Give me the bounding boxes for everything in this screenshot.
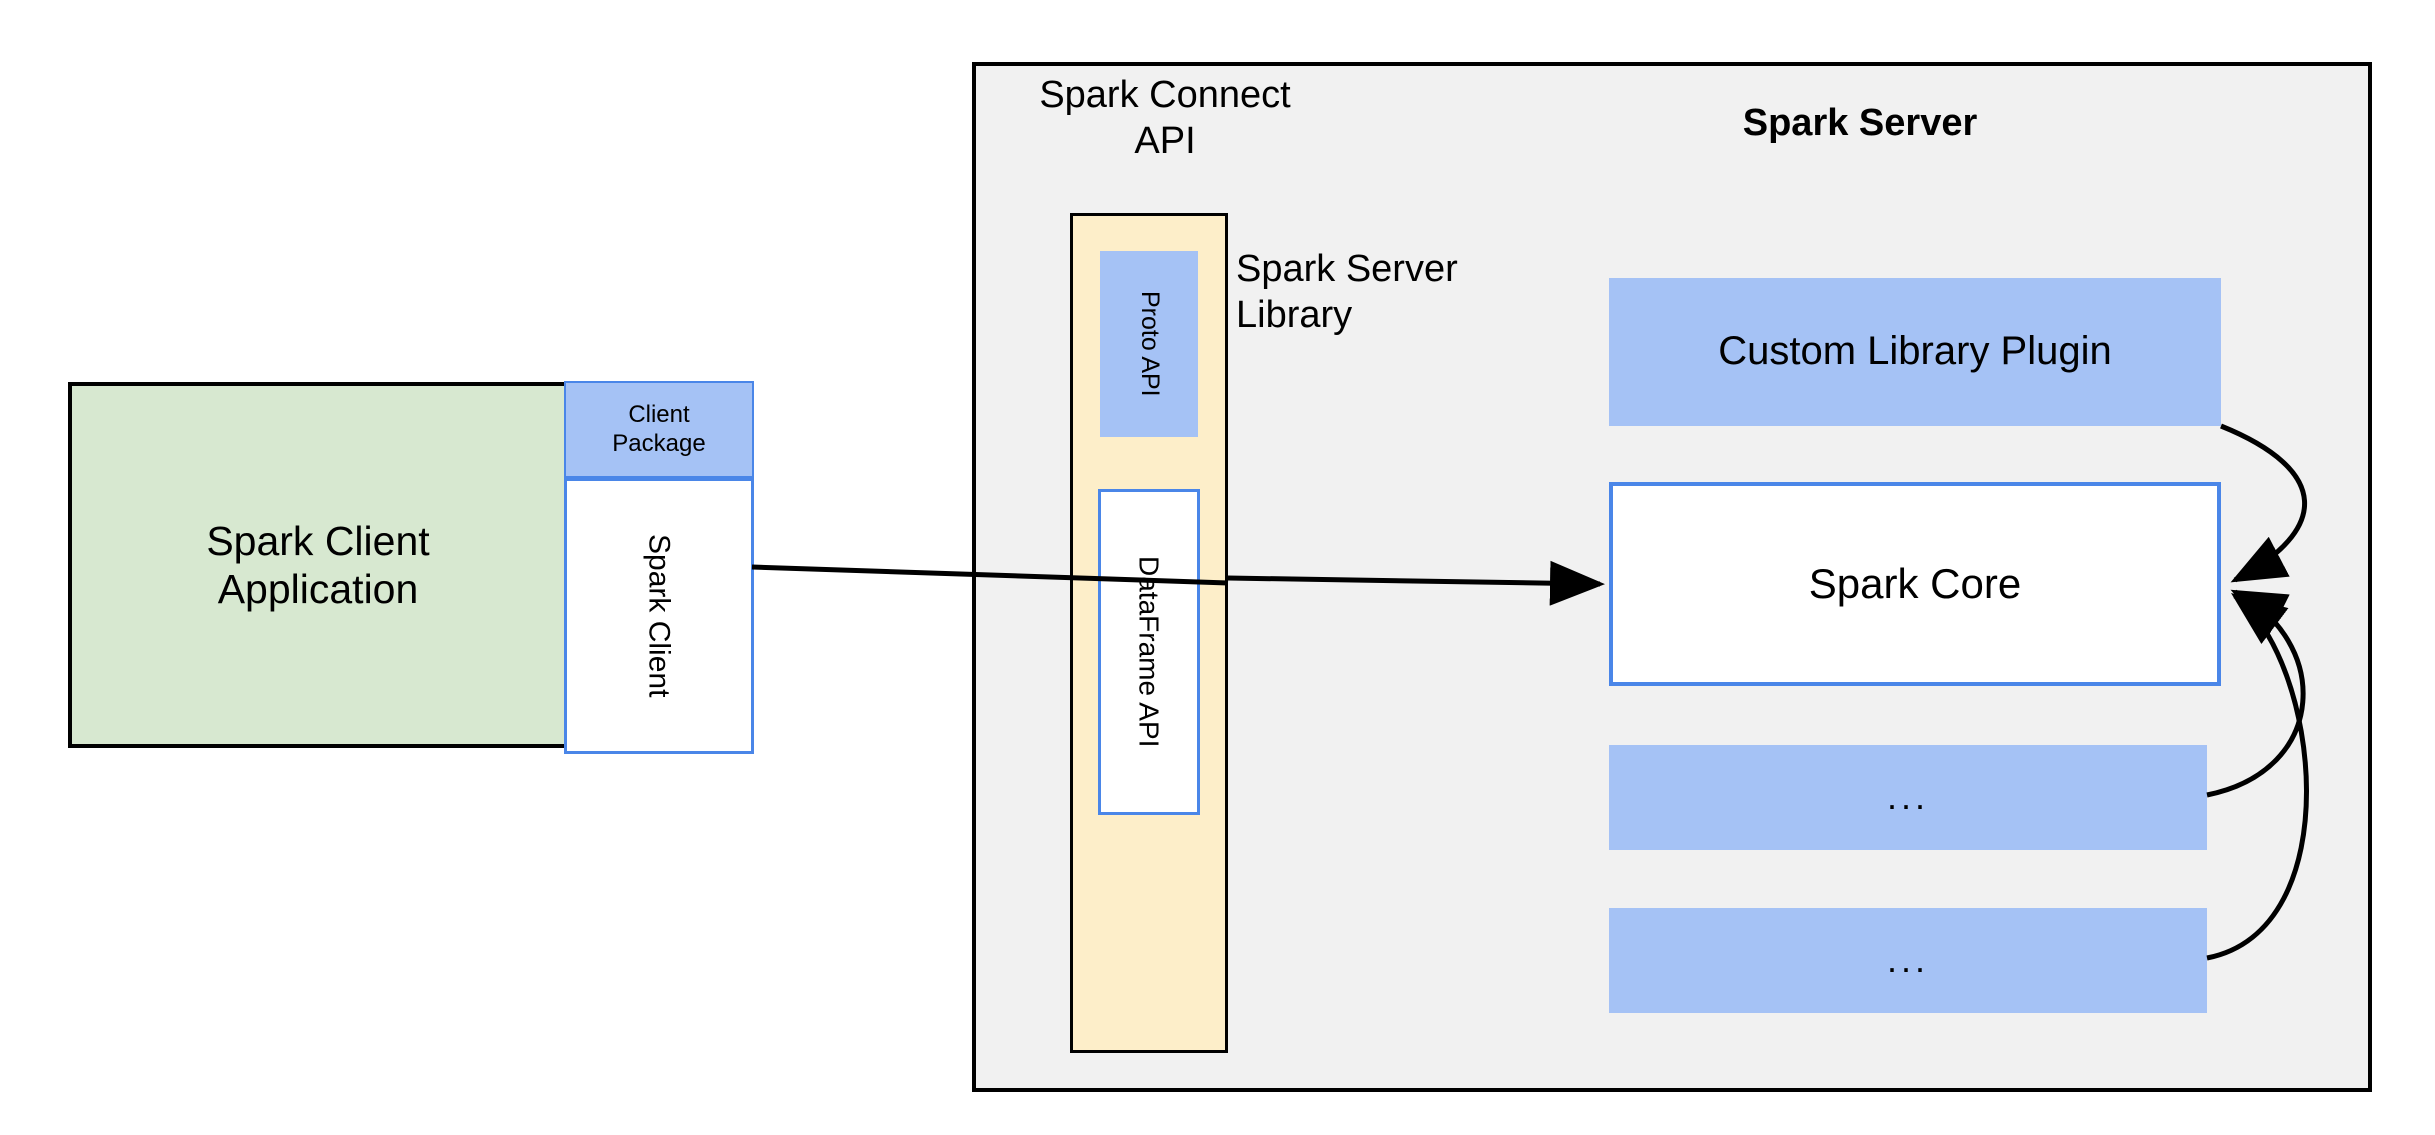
custom-library-plugin-label: Custom Library Plugin [1718, 329, 2112, 374]
client-package-box[interactable]: Client Package [564, 381, 754, 478]
spark-server-title: Spark Server [1742, 102, 1978, 144]
dataframe-api-box[interactable]: DataFrame API [1098, 489, 1200, 815]
spark-client-box[interactable]: Spark Client [564, 478, 754, 754]
spark-client-application-label: Spark Client Application [206, 517, 430, 612]
ellipsis-two-label: ... [1886, 939, 1929, 981]
client-package-label: Client Package [612, 401, 706, 457]
ellipsis-box-two[interactable]: ... [1609, 908, 2207, 1013]
spark-client-label: Spark Client [642, 534, 676, 698]
spark-core-box[interactable]: Spark Core [1609, 482, 2221, 686]
spark-core-label: Spark Core [1808, 560, 2022, 608]
spark-client-application-box[interactable]: Spark Client Application [68, 382, 568, 748]
custom-library-plugin-box[interactable]: Custom Library Plugin [1609, 278, 2221, 426]
proto-api-label: Proto API [1135, 291, 1164, 397]
proto-api-box[interactable]: Proto API [1100, 251, 1198, 437]
ellipsis-one-label: ... [1886, 776, 1929, 818]
spark-connect-api-label: Spark Connect API [1039, 74, 1291, 163]
ellipsis-box-one[interactable]: ... [1609, 745, 2207, 850]
spark-server-library-label: Spark Server Library [1236, 248, 1458, 337]
dataframe-api-label: DataFrame API [1133, 556, 1165, 748]
